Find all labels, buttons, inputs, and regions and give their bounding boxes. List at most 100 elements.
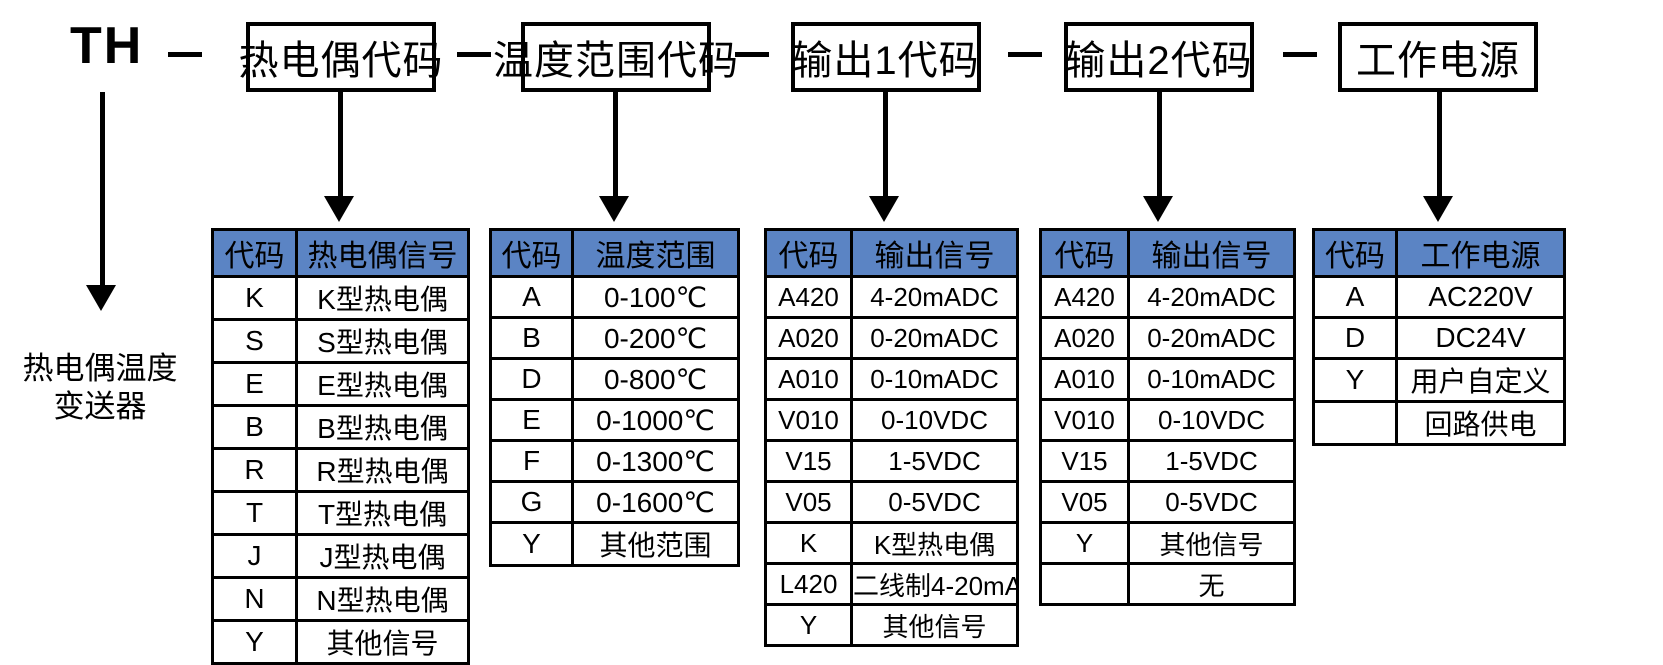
column-header-code: 代码 (211, 228, 298, 278)
connector-line-prefix (100, 92, 105, 292)
cell-value: 0-10mADC (1127, 357, 1296, 401)
cell-value: 其他信号 (295, 619, 470, 665)
cell-code: E (489, 398, 574, 442)
model-prefix: TH (70, 17, 144, 75)
cell-value: N型热电偶 (295, 576, 470, 622)
column-header-value: 温度范围 (571, 228, 740, 278)
cell-value: 其他信号 (850, 603, 1019, 647)
connector-line-power-supply (1437, 92, 1442, 202)
cell-value: 0-5VDC (1127, 480, 1296, 524)
column-header-value: 热电偶信号 (295, 228, 470, 278)
column-header-value: 输出信号 (1127, 228, 1296, 278)
column-header-value: 工作电源 (1395, 228, 1566, 278)
cell-code: E (211, 361, 298, 407)
cell-code: J (211, 533, 298, 579)
cell-code: L420 (764, 562, 853, 606)
arrowhead-power-supply (1423, 196, 1453, 222)
cell-value: R型热电偶 (295, 447, 470, 493)
separator-dash-1 (168, 52, 202, 57)
table-row: 无 (1039, 562, 1296, 606)
cell-value: 用户自定义 (1395, 357, 1566, 403)
cell-code: D (1312, 316, 1398, 360)
cell-value: AC220V (1395, 275, 1566, 319)
cell-value: 0-800℃ (571, 357, 740, 401)
separator-dash-2 (457, 52, 491, 57)
cell-code: Y (1312, 357, 1398, 403)
table-header-row: 代码输出信号 (764, 228, 1019, 278)
cell-value: 0-20mADC (850, 316, 1019, 360)
cell-value: B型热电偶 (295, 404, 470, 450)
cell-value: S型热电偶 (295, 318, 470, 364)
cell-code: Y (1039, 521, 1130, 565)
cell-value: 回路供电 (1395, 400, 1566, 446)
cell-value: 其他信号 (1127, 521, 1296, 565)
cell-code: K (211, 275, 298, 321)
connector-line-output1 (883, 92, 888, 202)
cell-value: J型热电偶 (295, 533, 470, 579)
connector-line-temperature-range (613, 92, 618, 202)
cell-value: 4-20mADC (1127, 275, 1296, 319)
cell-code: B (211, 404, 298, 450)
code-box-power-supply: 工作电源 (1338, 22, 1538, 92)
arrowhead-prefix (86, 285, 116, 311)
column-header-value: 输出信号 (850, 228, 1019, 278)
cell-code: V05 (764, 480, 853, 524)
cell-code: D (489, 357, 574, 401)
cell-code: V15 (1039, 439, 1130, 483)
cell-value: 1-5VDC (1127, 439, 1296, 483)
connector-line-output2 (1157, 92, 1162, 202)
cell-code: A (1312, 275, 1398, 319)
arrowhead-output2 (1143, 196, 1173, 222)
separator-dash-5 (1283, 52, 1317, 57)
arrowhead-output1 (869, 196, 899, 222)
cell-code: V15 (764, 439, 853, 483)
cell-code (1312, 400, 1398, 446)
connector-line-thermocouple (338, 92, 343, 202)
arrowhead-thermocouple (324, 196, 354, 222)
table-header-row: 代码工作电源 (1312, 228, 1566, 278)
arrowhead-temperature-range (599, 196, 629, 222)
cell-code: B (489, 316, 574, 360)
cell-code (1039, 562, 1130, 606)
cell-value: K型热电偶 (850, 521, 1019, 565)
code-box-temperature-range: 温度范围代码 (493, 22, 738, 92)
separator-dash-4 (1008, 52, 1042, 57)
code-box-thermocouple: 热电偶代码 (239, 22, 443, 92)
cell-code: K (764, 521, 853, 565)
cell-code: F (489, 439, 574, 483)
cell-code: A420 (1039, 275, 1130, 319)
cell-code: V05 (1039, 480, 1130, 524)
cell-code: A (489, 275, 574, 319)
cell-value: 其他范围 (571, 521, 740, 567)
cell-value: DC24V (1395, 316, 1566, 360)
model-code-row: TH 热电偶代码 温度范围代码 输出1代码 输出2代码 工作电源 (0, 8, 1663, 100)
cell-code: V010 (1039, 398, 1130, 442)
cell-value: 0-5VDC (850, 480, 1019, 524)
